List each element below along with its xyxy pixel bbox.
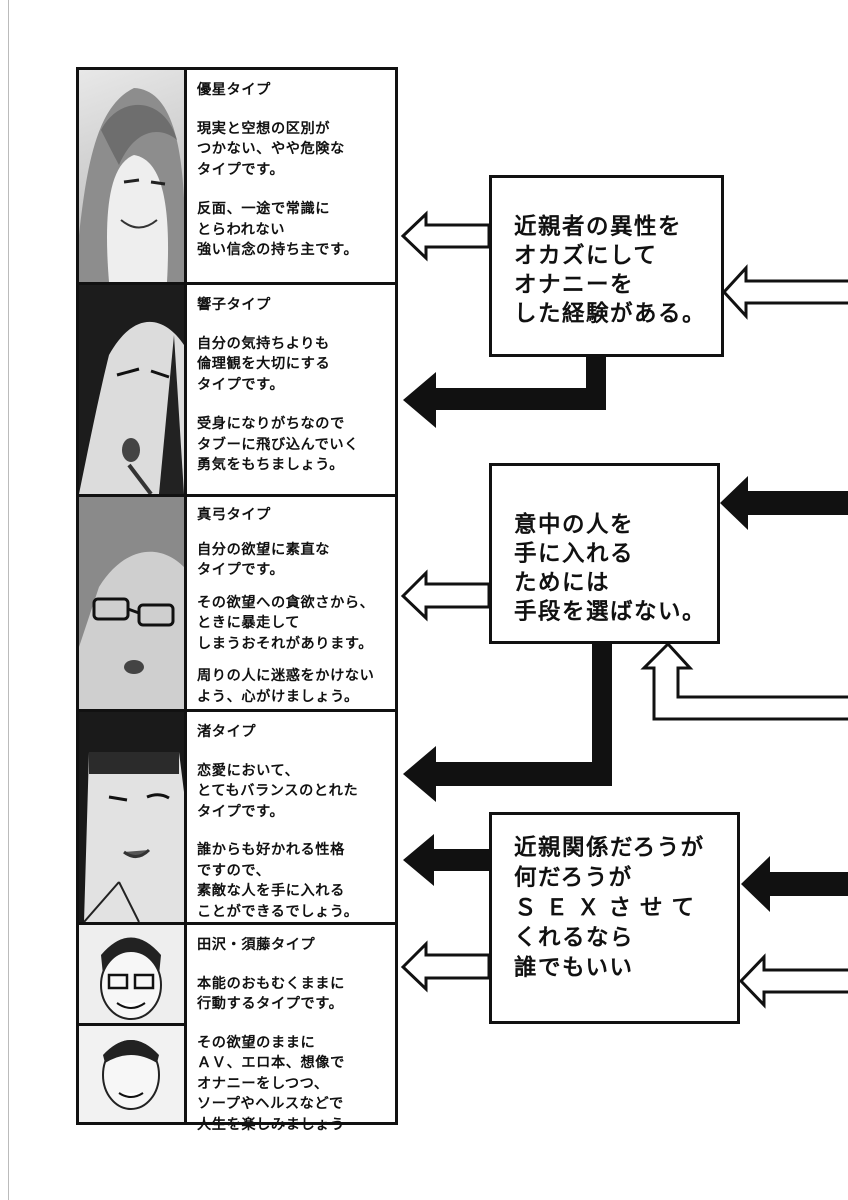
portrait-tazawa-sudo bbox=[79, 925, 187, 1122]
type-paragraph: 周りの人に迷惑をかけない よう、心がけましょう。 bbox=[197, 668, 375, 705]
question-box-3: 近親関係だろうが 何だろうが ＳＥＸさせて くれるなら 誰でもいい bbox=[489, 812, 740, 1024]
type-row-tazawa-sudo: 田沢・須藤タイプ 本能のおもむくままに 行動するタイプです。 その欲望のままに … bbox=[79, 925, 395, 1133]
type-desc-mayumi: 真弓タイプ 自分の欲望に素直な タイプです。 その欲望への貪欲さから、 ときに暴… bbox=[197, 505, 389, 726]
question-3-line: ＳＥＸさせて bbox=[514, 895, 704, 921]
entry-arrow-q2 bbox=[720, 476, 848, 530]
type-paragraph: その欲望への貪欲さから、 ときに暴走して しまうおそれがあります。 bbox=[197, 594, 375, 652]
question-3-line: 何だろうが bbox=[514, 865, 633, 891]
type-title: 渚タイプ bbox=[197, 724, 257, 740]
portrait-nagisa bbox=[79, 712, 187, 922]
question-box-1: 近親者の異性を オカズにして オナニーを した経験がある。 bbox=[489, 175, 724, 357]
portrait-kyoko-image bbox=[79, 285, 184, 494]
type-result-table: 優星タイプ 現実と空想の区別が つかない、やや危険な タイプです。 反面、一途で… bbox=[76, 67, 398, 1133]
question-box-2: 意中の人を 手に入れる ためには 手段を選ばない。 bbox=[489, 463, 720, 644]
no-arrow-q2-to-mayumi bbox=[400, 569, 491, 622]
portrait-nagisa-image bbox=[79, 712, 184, 922]
question-3-line: 誰でもいい bbox=[514, 955, 634, 981]
type-paragraph: 恋愛において、 とてもバランスのとれた タイプです。 bbox=[197, 762, 359, 820]
type-paragraph: 本能のおもむくままに 行動するタイプです。 bbox=[197, 975, 345, 1013]
type-title: 田沢・須藤タイプ bbox=[197, 937, 316, 953]
question-3-line: 近親関係だろうが bbox=[514, 835, 705, 861]
type-desc-tazawa-sudo: 田沢・須藤タイプ 本能のおもむくままに 行動するタイプです。 その欲望のままに … bbox=[197, 935, 389, 1154]
entry-arrow-q1 bbox=[721, 264, 848, 320]
type-paragraph: 自分の気持ちよりも 倫理観を大切にする タイプです。 bbox=[197, 335, 331, 393]
yes-arrow-q1-to-kyoko bbox=[403, 357, 606, 428]
yes-arrow-q3-to-nagisa bbox=[403, 834, 489, 886]
type-title: 響子タイプ bbox=[197, 297, 271, 313]
portrait-mayumi-image bbox=[79, 497, 184, 709]
yes-arrow-q2-to-nagisa bbox=[403, 644, 612, 802]
entry-arrow-q3-yes bbox=[741, 856, 848, 912]
portrait-kyoko bbox=[79, 285, 187, 494]
type-paragraph: 受身になりがちなので タブーに飛び込んでいく 勇気をもちましょう。 bbox=[197, 416, 359, 473]
portrait-tazawa-image bbox=[79, 925, 184, 1110]
no-arrow-q3-to-tazawa bbox=[400, 940, 491, 993]
type-paragraph: 自分の欲望に素直な タイプです。 bbox=[197, 541, 331, 579]
type-paragraph: 誰からも好かれる性格 ですので、 素敵な人を手に入れる ことができるでしょう。 bbox=[197, 842, 359, 920]
up-arrow-into-q2 bbox=[640, 641, 848, 721]
type-paragraph: 反面、一途で常識に とらわれない 強い信念の持ち主です。 bbox=[197, 201, 359, 258]
type-row-nagisa: 渚タイプ 恋愛において、 とてもバランスのとれた タイプです。 誰からも好かれる… bbox=[79, 712, 395, 925]
type-row-yusei: 優星タイプ 現実と空想の区別が つかない、やや危険な タイプです。 反面、一途で… bbox=[79, 70, 395, 285]
type-paragraph: その欲望のままに ＡＶ、エロ本、想像で オナニーをしつつ、 ソープやヘルスなどで… bbox=[197, 1034, 345, 1133]
type-title: 優星タイプ bbox=[197, 82, 271, 98]
entry-arrow-q3-no bbox=[738, 953, 848, 1009]
type-row-kyoko: 響子タイプ 自分の気持ちよりも 倫理観を大切にする タイプです。 受身になりがち… bbox=[79, 285, 395, 497]
no-arrow-q1-to-yusei bbox=[400, 210, 491, 262]
portrait-yusei bbox=[79, 70, 187, 282]
type-row-mayumi: 真弓タイプ 自分の欲望に素直な タイプです。 その欲望への貪欲さから、 ときに暴… bbox=[79, 497, 395, 712]
portrait-divider bbox=[79, 1023, 184, 1026]
type-desc-yusei: 優星タイプ 現実と空想の区別が つかない、やや危険な タイプです。 反面、一途で… bbox=[197, 80, 389, 280]
type-desc-kyoko: 響子タイプ 自分の気持ちよりも 倫理観を大切にする タイプです。 受身になりがち… bbox=[197, 295, 389, 495]
question-3-line: くれるなら bbox=[514, 925, 635, 951]
type-title: 真弓タイプ bbox=[197, 507, 271, 523]
type-paragraph: 現実と空想の区別が つかない、やや危険な タイプです。 bbox=[197, 120, 345, 178]
portrait-yusei-image bbox=[79, 88, 184, 282]
portrait-mayumi bbox=[79, 497, 187, 709]
type-desc-nagisa: 渚タイプ 恋愛において、 とてもバランスのとれた タイプです。 誰からも好かれる… bbox=[197, 722, 389, 941]
page-edge bbox=[8, 0, 9, 1200]
